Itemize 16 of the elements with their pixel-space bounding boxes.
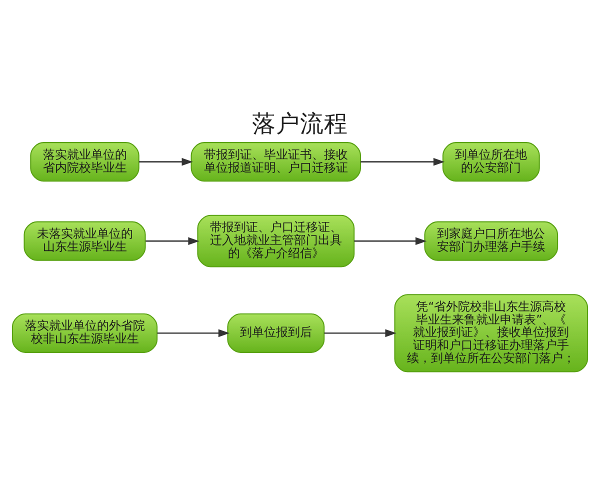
node-box: 到家庭户口所在地公安部门办理落户手续: [424, 221, 558, 261]
node-box: 带报到证、毕业证书、接收单位报道证明、户口迁移证: [190, 142, 362, 182]
node-box: 到单位报到后: [227, 313, 325, 353]
diagram-title: 落户流程: [252, 109, 348, 138]
arrow: [324, 329, 396, 338]
node-box: 未落实就业单位的山东生源毕业生: [24, 221, 146, 261]
arrow: [146, 237, 200, 245]
node-box: 凭“省外院校非山东生源高校毕业生来鲁就业申请表”、《就业报到证》、接收单位报到证明和户口迁移证办理落户手续，到单位所在公安部门落户；: [394, 294, 588, 372]
arrow: [157, 329, 230, 338]
arrow: [138, 158, 193, 166]
node-box: 带报到证、户口迁移证、迁入地就业主管部门出具的《落户介绍信》: [197, 214, 355, 268]
node-box: 落实就业单位的省内院校毕业生: [30, 142, 140, 182]
arrow: [354, 237, 427, 245]
node-box: 到单位所在地的公安部门: [442, 142, 540, 182]
node-box: 落实就业单位的外省院校非山东生源毕业生: [12, 313, 158, 353]
arrow: [360, 158, 445, 166]
